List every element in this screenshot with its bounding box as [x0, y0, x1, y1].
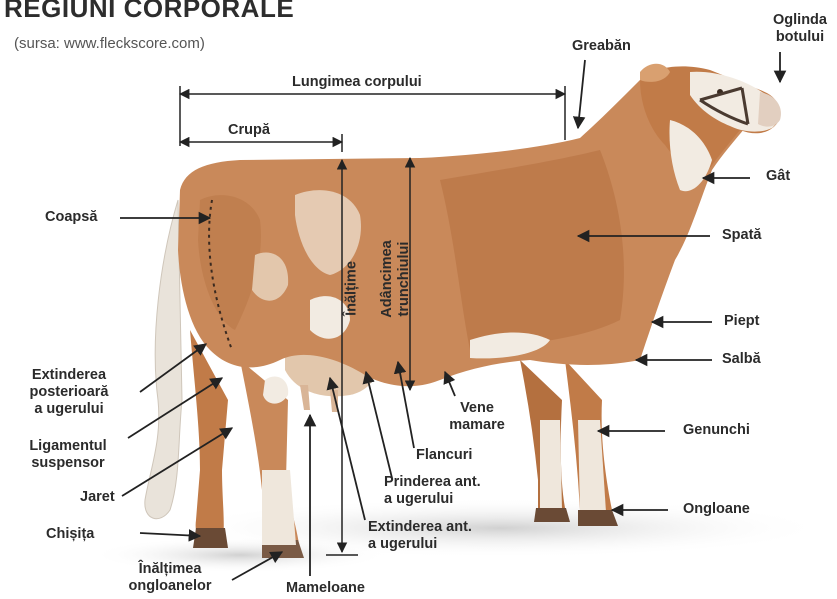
label-coapsa: Coapsă — [45, 209, 97, 226]
label-adancimea-line1: Adâncimea — [379, 229, 396, 329]
extinderea-ant-arrow — [330, 378, 365, 520]
label-ext-ant-line1: Extinderea ant. — [368, 519, 472, 536]
label-prind-ant-line1: Prinderea ant. — [384, 474, 481, 491]
label-salba: Salbă — [722, 351, 761, 368]
hind-leg-right — [190, 330, 228, 545]
label-adancimea-line2: trunchiului — [396, 229, 413, 329]
label-prind-ant-line2: a ugerului — [384, 491, 481, 508]
label-spata: Spată — [722, 227, 762, 244]
label-ligament-line1: Ligamentul — [6, 438, 130, 455]
label-extinderea-ant: Extinderea ant. a ugerului — [368, 519, 472, 553]
front-hoof-1 — [534, 508, 570, 522]
label-piept: Piept — [724, 313, 759, 330]
muzzle — [758, 92, 781, 127]
label-oglinda-line2: botului — [765, 29, 835, 46]
front-hoof-2 — [578, 510, 618, 526]
label-vene-line1: Vene — [434, 400, 520, 417]
hind-hoof-right — [193, 528, 228, 548]
diagram-title: REGIUNI CORPORALE — [4, 0, 294, 24]
label-flancuri: Flancuri — [416, 447, 472, 464]
label-crupa: Crupă — [228, 122, 270, 139]
label-prinderea-ant: Prinderea ant. a ugerului — [384, 474, 481, 508]
label-lungimea-corpului: Lungimea corpului — [292, 74, 422, 91]
hind-white-sock — [262, 470, 296, 545]
greaban-arrow — [578, 60, 585, 128]
label-chisita: Chișița — [46, 526, 94, 543]
front-white-sock-1 — [540, 420, 562, 510]
label-ongloane: Ongloane — [683, 501, 750, 518]
label-adancimea-trunchiului: Adâncimea trunchiului — [379, 229, 413, 329]
label-jaret: Jaret — [80, 489, 115, 506]
label-oglinda-line1: Oglinda — [765, 12, 835, 29]
label-gat: Gât — [766, 168, 790, 185]
label-greaban: Greabăn — [572, 38, 631, 55]
label-ext-post-line3: a ugerului — [4, 401, 134, 418]
label-oglinda-botului: Oglinda botului — [765, 12, 835, 46]
label-extinderea-posterioara: Extinderea posterioară a ugerului — [4, 367, 134, 418]
body-shading-1 — [440, 150, 624, 350]
label-inalt-ongl-line2: ongloanelor — [106, 578, 234, 595]
source-credit: (sursa: www.fleckscore.com) — [14, 35, 205, 52]
label-ligament-line2: suspensor — [6, 455, 130, 472]
label-genunchi: Genunchi — [683, 422, 750, 439]
label-inaltime: Înălțime — [344, 259, 361, 319]
label-ext-ant-line2: a ugerului — [368, 536, 472, 553]
prinderea-ant-arrow — [366, 372, 392, 478]
label-ligamentul-suspensor: Ligamentul suspensor — [6, 438, 130, 472]
label-mameloane: Mameloane — [286, 580, 365, 597]
label-inaltimea-ongloanelor: Înălțimea ongloanelor — [106, 561, 234, 595]
label-ext-post-line2: posterioară — [4, 384, 134, 401]
label-vene-line2: mamare — [434, 417, 520, 434]
label-vene-mamare: Vene mamare — [434, 400, 520, 434]
label-ext-post-line1: Extinderea — [4, 367, 134, 384]
label-inalt-ongl-line1: Înălțimea — [106, 561, 234, 578]
